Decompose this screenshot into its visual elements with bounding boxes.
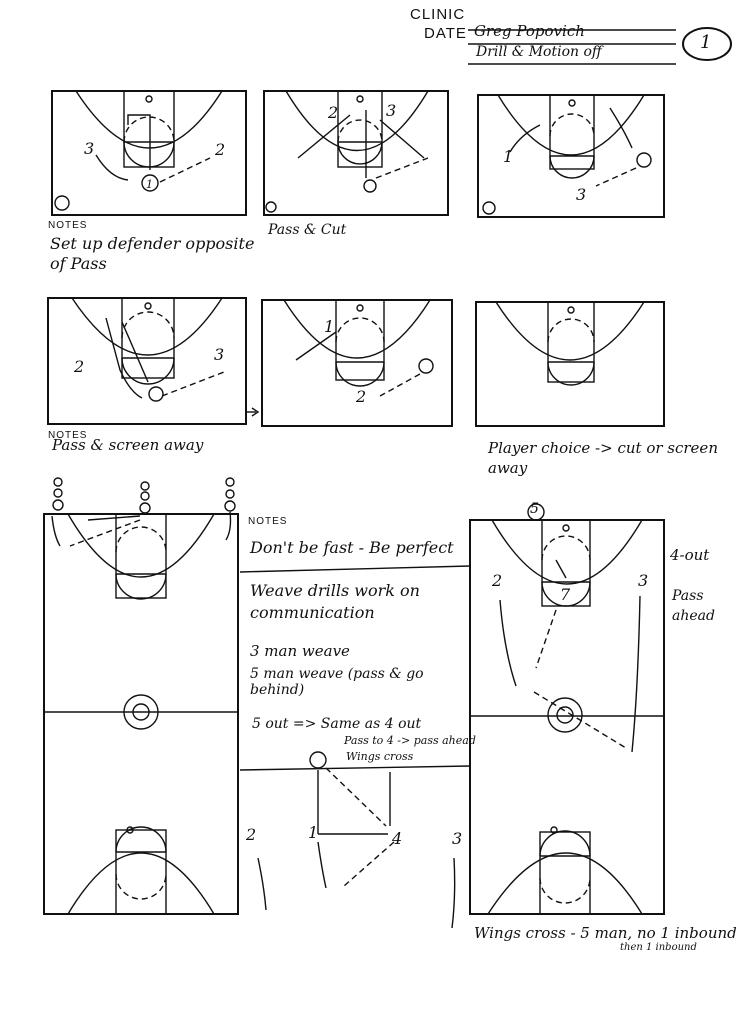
svg-text:2: 2 — [327, 103, 338, 122]
notes-label-row1: NOTES — [48, 220, 88, 231]
svg-text:3: 3 — [576, 185, 586, 204]
svg-text:2: 2 — [245, 825, 256, 844]
middle-transition-drawing: 1 4 2 3 — [245, 751, 462, 929]
notes-line-1: Don't be fast - Be perfect — [250, 538, 454, 557]
notes-line-6: Pass to 4 -> pass ahead — [344, 734, 476, 747]
topic-text: Drill & Motion off — [476, 44, 602, 60]
notes-line-3: 3 man weave — [250, 642, 350, 660]
svg-text:1: 1 — [324, 317, 334, 336]
bottom-note-small: then 1 inbound — [620, 942, 697, 953]
bottom-note: Wings cross - 5 man, no 1 inbound — [474, 924, 737, 942]
svg-text:3: 3 — [214, 345, 224, 364]
svg-text:1: 1 — [146, 178, 153, 191]
svg-text:3: 3 — [386, 101, 396, 120]
notes-line-5: 5 out => Same as 4 out — [252, 716, 422, 732]
date-label: DATE — [424, 25, 467, 42]
svg-text:7: 7 — [560, 585, 571, 604]
page-number-circle — [682, 27, 732, 61]
note-row2-right: Player choice -> cut or screen away — [488, 439, 718, 477]
svg-text:1: 1 — [503, 147, 513, 166]
court-row2-1: 2 3 — [47, 297, 247, 425]
fullcourt-left — [43, 477, 239, 915]
pass-ahead-label: Pass ahead — [672, 588, 715, 624]
notes-label-row3: NOTES — [248, 516, 288, 527]
coach-name: Greg Popovich — [474, 22, 585, 40]
four-out-label: 4-out — [670, 546, 710, 564]
notes-line-7: Wings cross — [346, 750, 414, 763]
fullcourt-right: 7 2 3 — [469, 503, 665, 915]
notes-label-row2: NOTES — [48, 430, 88, 441]
page-number: 1 — [700, 32, 712, 53]
note-row1-mid: Pass & Cut — [268, 222, 347, 238]
court-row2-2: 1 2 — [261, 299, 453, 427]
notes-line-2: Weave drills work on communication — [250, 581, 420, 622]
note-row1-left: Set up defender opposite of Pass — [50, 234, 255, 273]
svg-text:3: 3 — [638, 571, 648, 590]
svg-text:4: 4 — [391, 829, 402, 848]
right-top-player: 5 — [530, 501, 539, 517]
svg-text:2: 2 — [73, 357, 84, 376]
svg-text:2: 2 — [214, 140, 225, 159]
notes-line-4: 5 man weave (pass & go behind) — [250, 666, 424, 698]
svg-text:2: 2 — [355, 387, 366, 406]
note-row2-left: Pass & screen away — [52, 436, 204, 454]
svg-text:2: 2 — [491, 571, 502, 590]
court-row1-3: 1 3 — [477, 94, 665, 218]
court-row1-2: 2 3 — [263, 90, 449, 216]
clinic-label: CLINIC — [410, 6, 466, 23]
court-row2-3 — [475, 301, 665, 427]
svg-text:3: 3 — [84, 139, 94, 158]
svg-text:1: 1 — [308, 823, 318, 842]
court-row1-1: 3 2 1 — [51, 90, 247, 216]
svg-text:3: 3 — [452, 829, 462, 848]
